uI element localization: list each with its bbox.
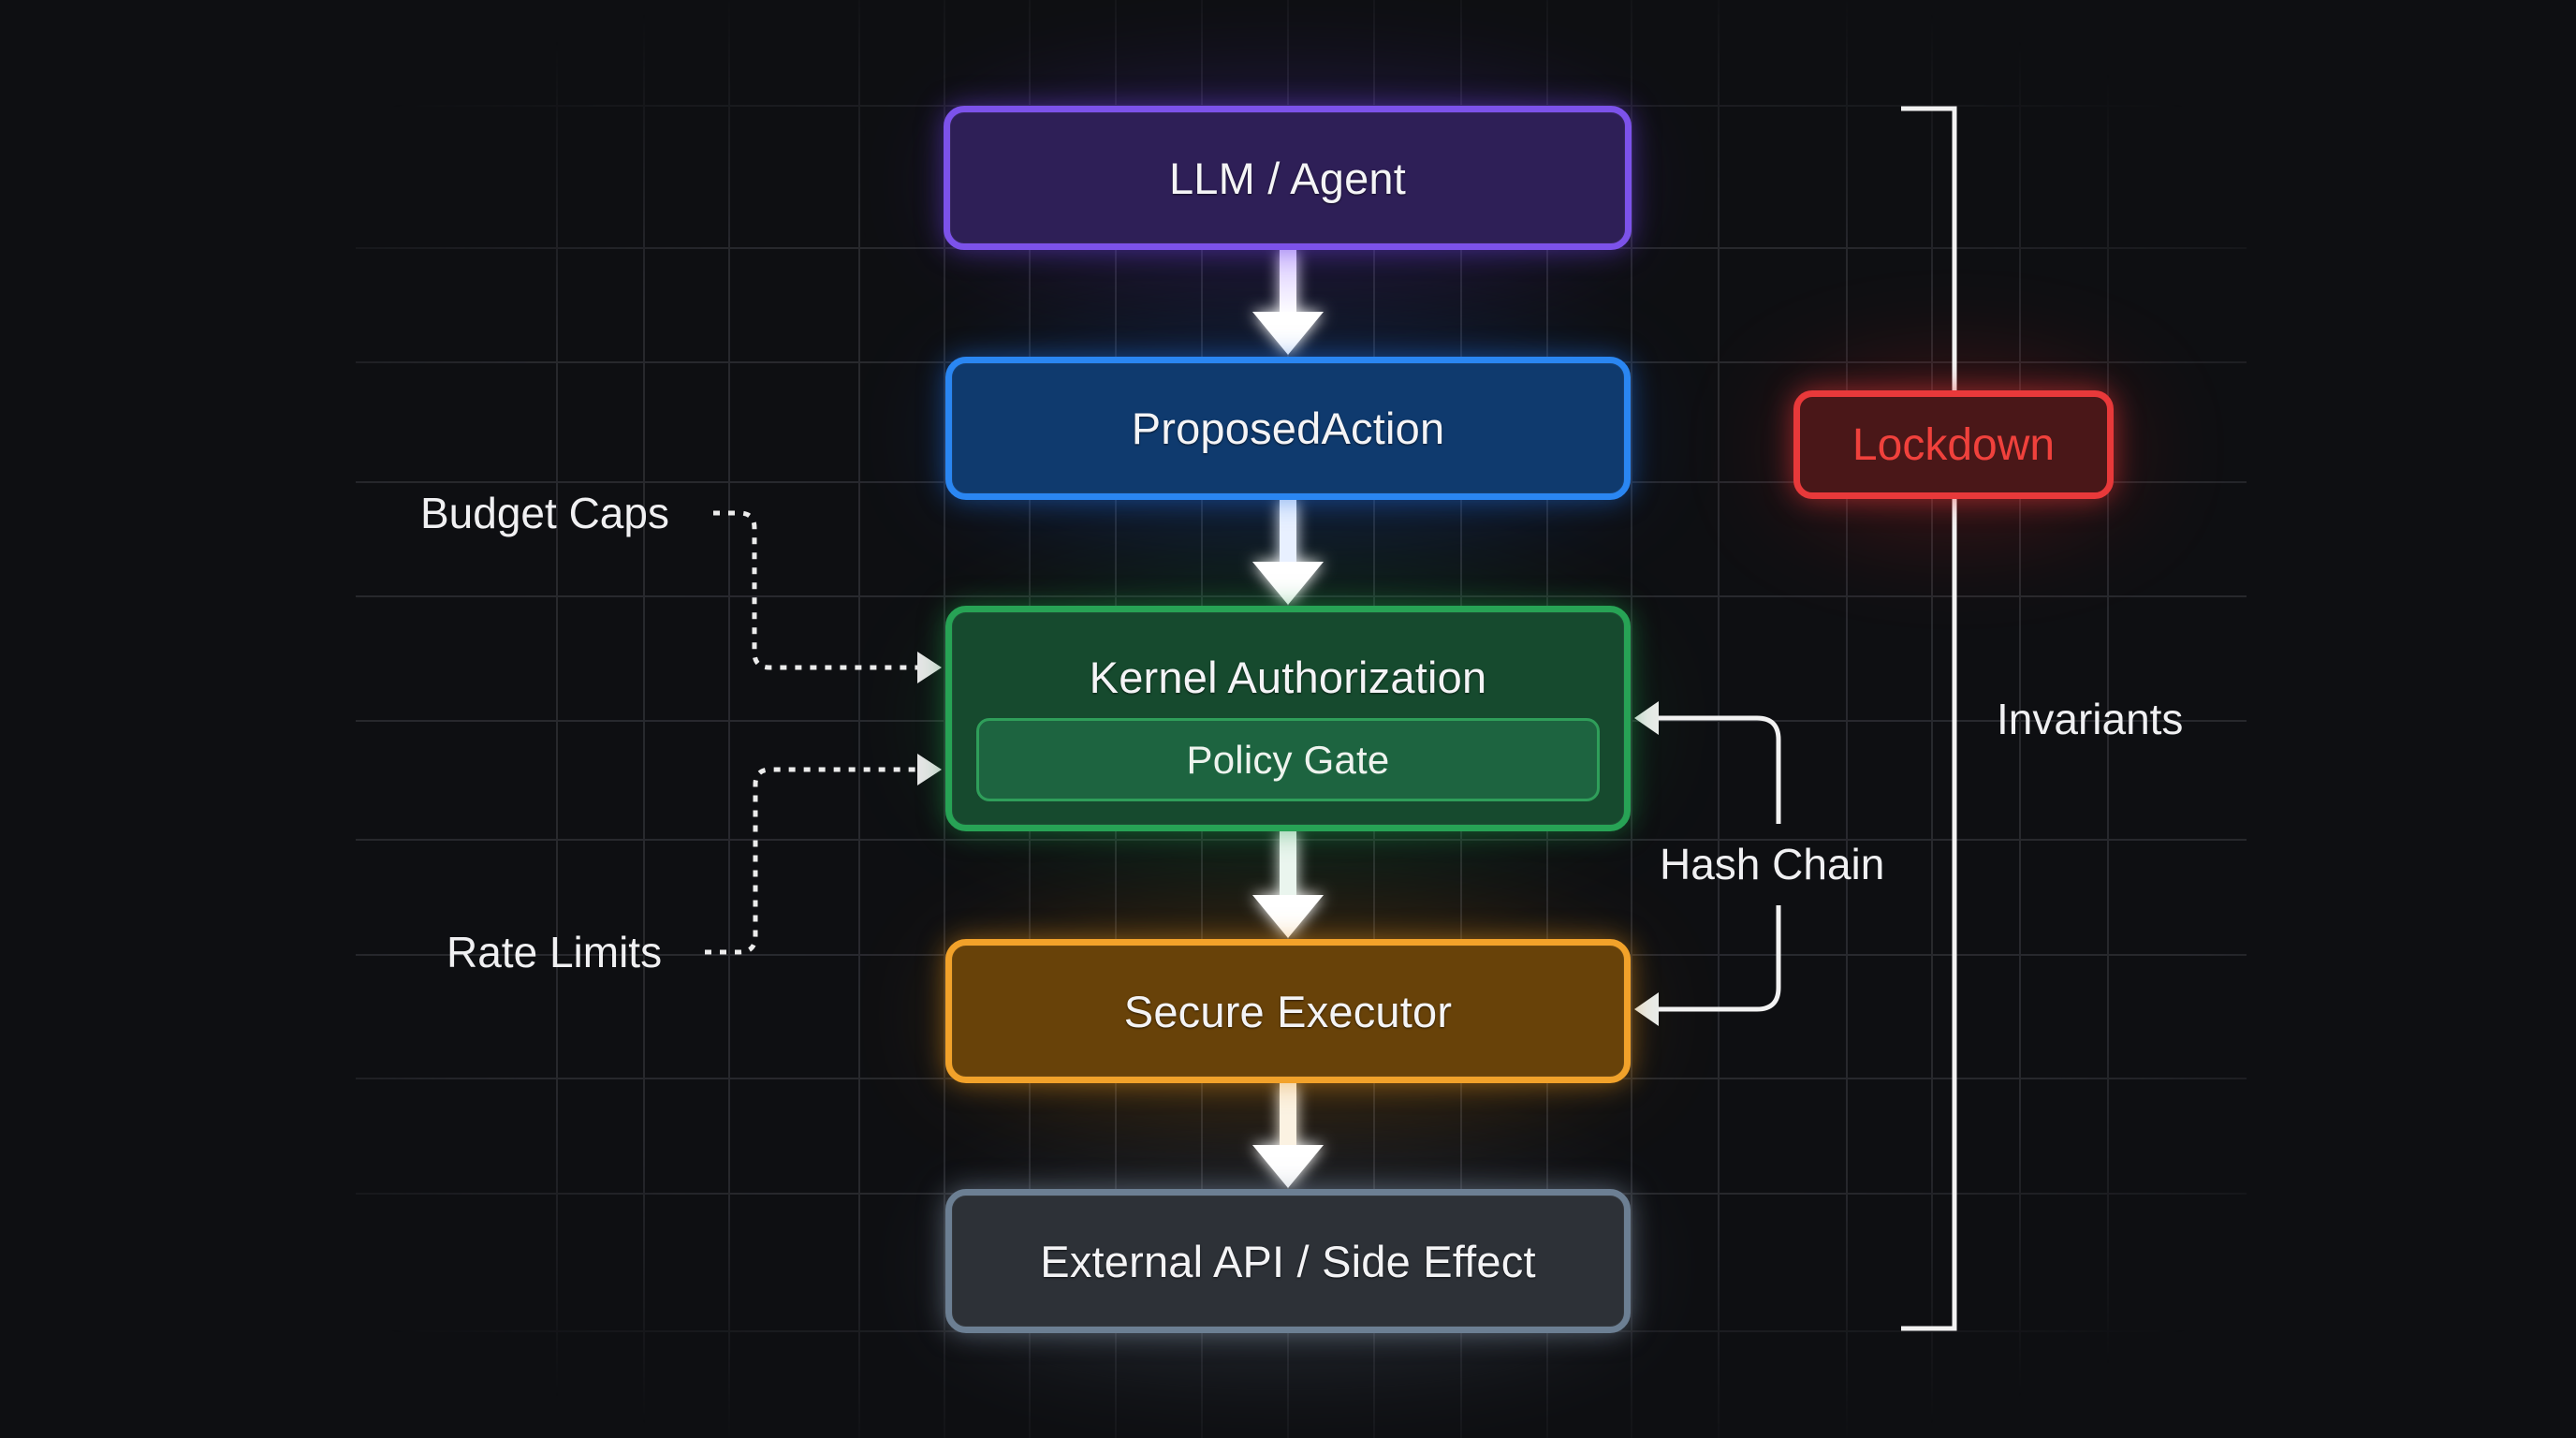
flow-arrow-kernel-to-executor [1252,831,1324,938]
hash-chain-to-kernel-connector [1634,701,1781,824]
arrowhead-icon [1634,701,1659,735]
label-invariants: Invariants [1997,695,2184,743]
flow-arrow-executor-to-external [1252,1083,1324,1188]
node-label: Lockdown [1852,419,2056,470]
node-lockdown[interactable]: Lockdown [1793,390,2114,499]
budget-caps-connector [713,510,942,683]
arrowhead-icon [917,754,942,785]
node-llm-agent[interactable]: LLM / Agent [944,106,1632,250]
arrowhead-icon [917,652,942,683]
node-label: LLM / Agent [1168,153,1407,203]
label-hash-chain: Hash Chain [1660,840,1885,888]
node-label: Kernel Authorization [1089,653,1487,702]
flow-arrow-llm-to-proposed [1252,250,1324,355]
rate-limits-connector [705,754,942,955]
node-label: Secure Executor [1123,986,1453,1036]
node-label: Policy Gate [1186,737,1390,782]
flow-arrow-proposed-to-kernel [1252,500,1324,605]
node-label: External API / Side Effect [1040,1236,1536,1286]
node-secure-executor[interactable]: Secure Executor [945,939,1631,1083]
hash-chain-to-executor-connector [1634,905,1781,1026]
node-policy-gate[interactable]: Policy Gate [976,718,1600,801]
label-budget-caps: Budget Caps [420,489,669,537]
arrowhead-icon [1634,992,1659,1026]
label-rate-limits: Rate Limits [446,928,663,976]
invariants-bracket [1901,106,1957,1331]
node-label: ProposedAction [1131,404,1445,453]
node-proposed-action[interactable]: ProposedAction [945,357,1631,500]
node-external-api[interactable]: External API / Side Effect [945,1189,1631,1333]
node-kernel-authorization[interactable]: Kernel Authorization Policy Gate [945,606,1631,831]
